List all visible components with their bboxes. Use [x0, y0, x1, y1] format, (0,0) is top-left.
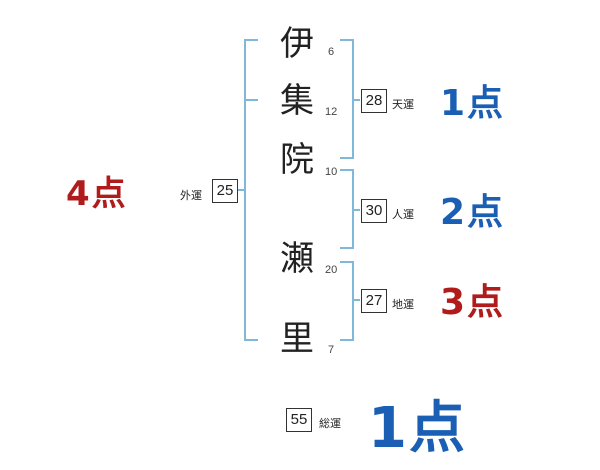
total-score: 1点 — [368, 396, 467, 461]
name-char-5: 里 — [280, 319, 314, 359]
ten-label: 天運 — [392, 98, 414, 111]
gai-score: 4点 — [66, 174, 128, 214]
name-char-3: 院 — [280, 140, 314, 180]
chi-value-box: 27 — [361, 289, 387, 313]
stroke-count-2: 12 — [325, 106, 338, 118]
name-char-4: 瀬 — [280, 239, 314, 279]
stroke-count-4: 20 — [325, 264, 338, 276]
ten-score: 1点 — [440, 83, 506, 124]
name-char-1: 伊 — [280, 24, 314, 64]
gai-label: 外運 — [180, 189, 202, 202]
stroke-count-5: 7 — [328, 344, 335, 356]
chi-score: 3点 — [440, 282, 506, 323]
jin-bracket — [340, 169, 354, 249]
chi-label: 地運 — [392, 298, 414, 311]
chi-bracket — [340, 261, 354, 341]
ten-value-box: 28 — [361, 89, 387, 113]
stroke-count-1: 6 — [328, 46, 335, 58]
jin-score: 2点 — [440, 192, 506, 233]
gai-value-box: 25 — [212, 179, 238, 203]
name-char-2: 集 — [280, 81, 314, 121]
total-label: 総運 — [319, 417, 341, 430]
stroke-count-3: 10 — [325, 166, 338, 178]
jin-value-box: 30 — [361, 199, 387, 223]
total-value-box: 55 — [286, 408, 312, 432]
jin-label: 人運 — [392, 208, 414, 221]
ten-bracket — [340, 39, 354, 159]
outer-bracket — [244, 39, 258, 341]
